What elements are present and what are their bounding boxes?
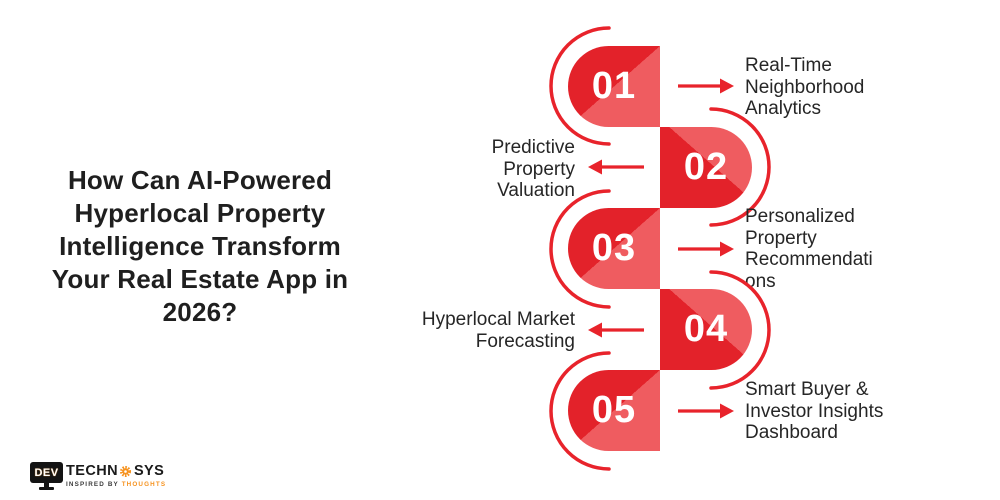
step-number: 05 — [591, 389, 637, 431]
monitor-base — [39, 487, 54, 490]
arc-decoration — [709, 107, 771, 227]
tagline-right: THOUGHTS — [121, 480, 167, 488]
logo-dev-text: DEV — [34, 466, 59, 479]
logo-sys-text: SYS — [133, 463, 165, 479]
devtechnosys-logo: DEV TECHN SYS INSPIRED BY THOUGHTS — [30, 462, 165, 498]
tagline-left: INSPIRED BY — [66, 480, 119, 488]
step-label: Predictive Property Valuation — [491, 137, 575, 201]
timeline-step-4: 04 — [660, 289, 752, 370]
monitor-icon: DEV — [30, 462, 63, 483]
arrow-left-icon — [588, 322, 644, 338]
monitor-stand — [44, 483, 49, 487]
step-number: 01 — [591, 65, 637, 107]
arc-decoration — [549, 26, 611, 146]
arrow-right-icon — [678, 241, 734, 257]
step-label: Smart Buyer & Investor Insights Dashboar… — [745, 379, 884, 443]
timeline-step-3: 03 — [568, 208, 660, 289]
arrow-left-icon — [588, 159, 644, 175]
arc-decoration — [709, 270, 771, 390]
step-number: 02 — [683, 146, 729, 188]
arc-decoration — [549, 189, 611, 309]
logo-text: TECHN SYS INSPIRED BY THOUGHTS — [66, 463, 166, 488]
step-label: Real-Time Neighborhood Analytics — [745, 55, 865, 119]
arrow-right-icon — [678, 78, 734, 94]
arc-decoration — [549, 351, 611, 471]
page-title: How Can AI-Powered Hyperlocal Property I… — [51, 165, 349, 327]
timeline-step-5: 05 — [568, 370, 660, 451]
step-label: Personalized Property Recommendati ons — [745, 206, 873, 292]
step-number: 04 — [683, 308, 729, 350]
logo-techn-text: TECHN — [66, 463, 118, 479]
arrow-right-icon — [678, 403, 734, 419]
timeline-step-1: 01 — [568, 46, 660, 127]
step-number: 03 — [591, 227, 637, 269]
logo-tagline: INSPIRED BY THOUGHTS — [66, 481, 166, 488]
gear-icon — [120, 465, 132, 477]
timeline-step-2: 02 — [660, 127, 752, 208]
logo-brand: TECHN SYS — [66, 463, 166, 479]
step-label: Hyperlocal Market Forecasting — [421, 309, 575, 352]
